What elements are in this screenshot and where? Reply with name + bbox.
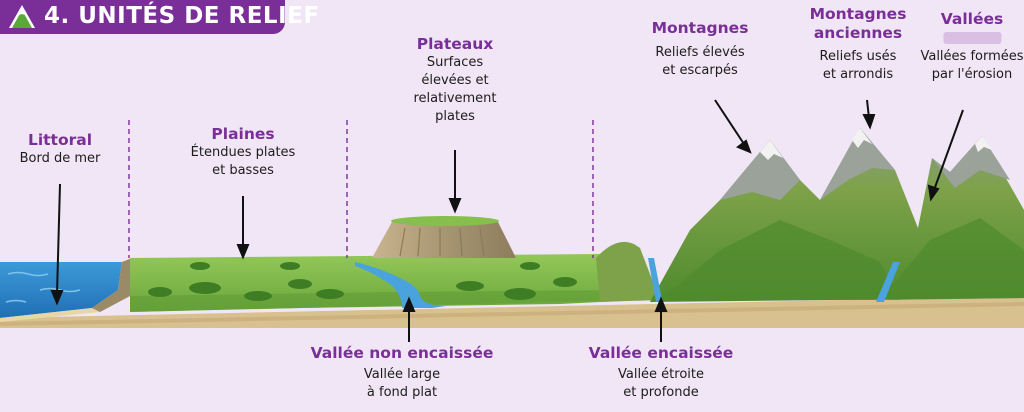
plateaux-desc-4: plates — [435, 109, 475, 124]
montagnes-anciennes-desc-2: et arrondis — [822, 67, 894, 82]
montagnes-desc-1: Reliefs élevés — [655, 45, 745, 60]
plateaux-title: Plateaux — [416, 35, 494, 53]
blurred-text — [943, 32, 1001, 44]
plateaux-desc-2: élevées et — [421, 73, 489, 88]
beach — [0, 308, 100, 322]
vallees-desc-1: Vallées formées — [920, 49, 1024, 64]
plateau-top — [391, 216, 499, 226]
coast-cliff — [92, 258, 132, 312]
montagnes-anciennes-desc-1: Reliefs usés — [819, 49, 897, 64]
vallee-encaissee-desc-2: et profonde — [623, 385, 699, 400]
montagnes-desc-2: et escarpés — [662, 63, 738, 78]
soil-shadow — [0, 302, 1024, 326]
section-title: 4. UNITÉS DE RELIEF — [44, 3, 320, 29]
plaines-desc-2: et basses — [212, 163, 274, 178]
label-littoral: Littoral Bord de mer — [20, 131, 101, 168]
label-vallees: Vallées Vallées formées par l'érosion — [920, 10, 1023, 84]
bushes — [148, 262, 577, 301]
plateaux-desc-1: Surfaces — [426, 55, 484, 70]
foothill — [596, 241, 660, 302]
vallee-encaissee-desc-1: Vallée étroite — [617, 367, 705, 382]
vallees-title: Vallées — [940, 10, 1004, 28]
gorge-river — [648, 258, 662, 302]
wide-river — [355, 262, 446, 308]
littoral-title: Littoral — [27, 131, 93, 149]
plateau — [372, 222, 516, 258]
plaines-desc-1: Étendues plates — [190, 145, 296, 160]
plateaux-desc-3: relativement — [413, 91, 497, 106]
montagnes-anciennes-title-1: Montagnes — [809, 5, 907, 23]
plateau-ridges — [399, 227, 485, 257]
label-montagnes: Montagnes Reliefs élevés et escarpés — [652, 19, 749, 80]
mountain-logo-icon — [9, 5, 35, 28]
valley-river — [876, 262, 900, 302]
vallees-desc-2: par l'érosion — [931, 67, 1013, 82]
vallee-non-encaissee-desc-1: Vallée large — [363, 367, 441, 382]
mountain-slopes — [660, 218, 1024, 300]
label-vallee-non-encaissee: Vallée non encaissée Vallée large à fond… — [311, 344, 494, 402]
montagnes-anciennes-title-2: anciennes — [813, 24, 903, 42]
label-plaines: Plaines Étendues plates et basses — [191, 125, 296, 180]
label-vallee-encaissee: Vallée encaissée Vallée étroite et profo… — [589, 344, 734, 402]
vallee-non-encaissee-desc-2: à fond plat — [366, 385, 438, 400]
label-arrows — [50, 99, 964, 342]
plaines-title: Plaines — [211, 125, 275, 143]
mountain-rock — [720, 128, 1010, 200]
label-montagnes-anciennes: Montagnes anciennes Reliefs usés et arro… — [810, 5, 907, 84]
montagnes-title: Montagnes — [651, 19, 749, 37]
section-header: 4. UNITÉS DE RELIEF — [0, 0, 319, 34]
vallee-encaissee-title: Vallée encaissée — [588, 344, 734, 362]
label-plateaux: Plateaux Surfaces élevées et relativemen… — [413, 35, 496, 126]
vallee-non-encaissee-title: Vallée non encaissée — [310, 344, 494, 362]
section-separators — [128, 120, 594, 258]
littoral-desc: Bord de mer — [19, 151, 101, 166]
